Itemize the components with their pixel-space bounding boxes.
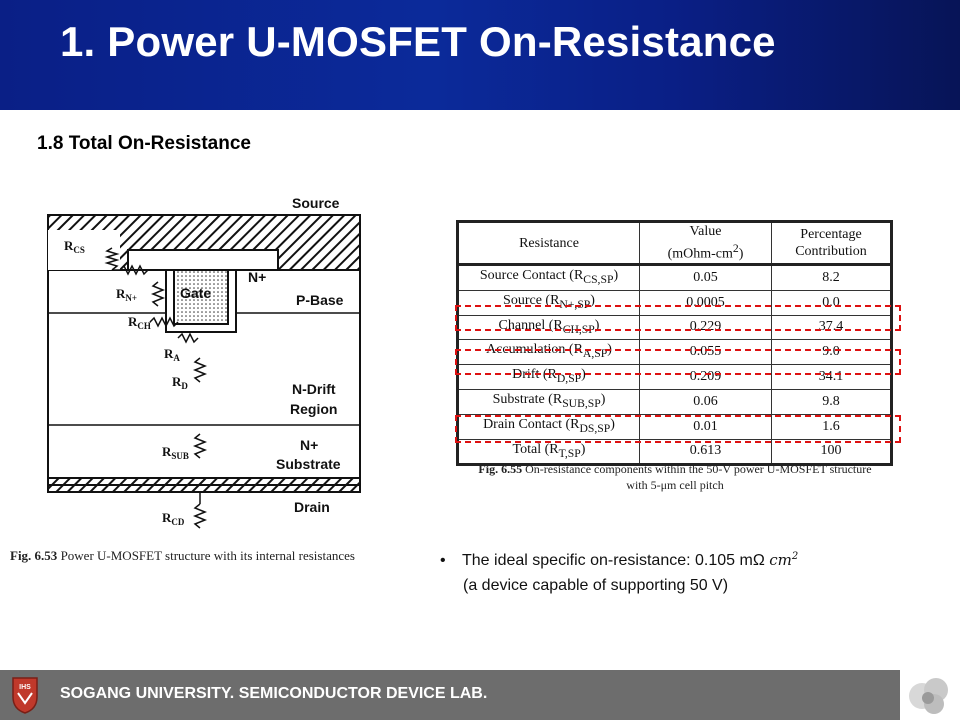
rcd-resistor [192,503,208,529]
footer-lab-name: SOGANG UNIVERSITY. SEMICONDUCTOR DEVICE … [60,685,488,702]
rn-resistor-h [112,264,158,276]
gate-poly [173,269,229,325]
lab-logo-icon [909,678,948,714]
rcs-label: RCS [64,238,85,255]
rn-label: RN+ [116,286,137,303]
substrate-label: Substrate [276,456,341,472]
footer-corner [900,670,960,720]
n-plus-region [127,249,279,271]
university-shield-icon: IHS [12,677,38,714]
bullet-unit: cm2 [769,551,799,569]
figure-caption-left: Fig. 6.53 Power U-MOSFET structure with … [10,548,355,563]
gate-label: Gate [180,285,211,301]
rcs-resistor [104,247,120,271]
bullet-dot: • [440,552,446,569]
bullet-point: • The ideal specific on-resistance: 0.105… [440,551,798,570]
ra-resistor [177,332,199,344]
rsub-label: RSUB [162,444,189,461]
svg-text:IHS: IHS [19,684,31,691]
drain-metal [47,477,361,493]
source-label: Source [292,195,340,211]
section-subtitle: 1.8 Total On-Resistance [37,133,251,154]
header-resistance: Resistance [457,221,640,265]
rch-resistor [149,316,179,328]
rsub-resistor [192,433,208,459]
rd-resistor [192,357,208,383]
footer-bar: IHS SOGANG UNIVERSITY. SEMICONDUCTOR DEV… [0,670,960,720]
ra-label: RA [164,346,180,363]
rd-label: RD [172,374,188,391]
slide-title: 1. Power U-MOSFET On-Resistance [60,18,776,65]
bullet-text: The ideal specific on-resistance: 0.105 … [462,552,770,569]
rch-label: RCH [128,314,151,331]
bullet-subtext: (a device capable of supporting 50 V) [463,577,729,594]
rcd-label: RCD [162,510,185,527]
header-bar: 1. Power U-MOSFET On-Resistance [0,0,960,110]
rn-resistor [150,281,166,307]
header-value: Value(mOhm-cm2) [639,221,772,265]
drain-label: Drain [294,499,330,515]
n-drift-label: N-Drift [292,381,336,397]
figure-caption-right: Fig. 6.55 On-resistance components withi… [478,462,872,492]
n-drift-region-label: Region [290,401,337,417]
n-plus-sub-label: N+ [300,437,318,453]
umosfet-structure-diagram: Source N+ Gate P-Base N-Drift Region N+ … [47,195,361,529]
n-plus-label: N+ [248,269,266,285]
p-base-label: P-Base [296,292,344,308]
